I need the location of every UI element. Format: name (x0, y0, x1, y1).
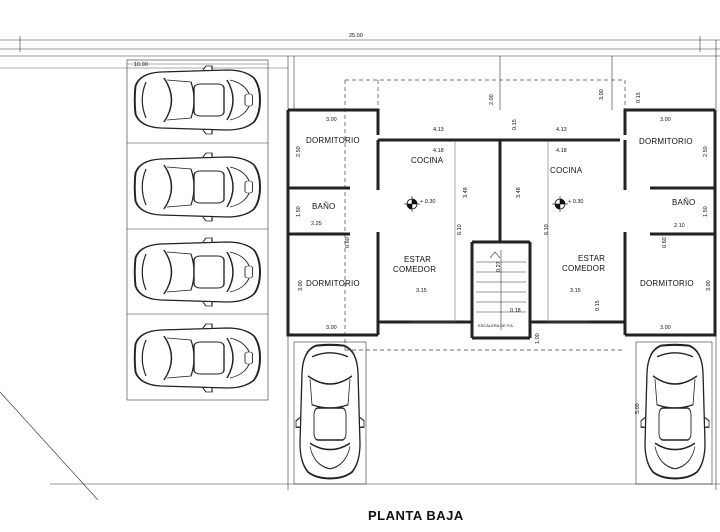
dim-estar-right: 3.15 (570, 288, 581, 294)
dim-total: 25.00 (349, 33, 363, 39)
dim-setback-left: 2.00 (489, 94, 495, 105)
dim-stair-riser: 0.18 (510, 308, 521, 314)
dim-dorm2-depth: 3.00 (298, 280, 304, 291)
dim-dorm3-depth: 2.50 (703, 146, 709, 157)
dim-cocina-inner-right: 4.18 (556, 148, 567, 154)
dim-dorm3-width: 3.00 (660, 117, 671, 123)
room-dormitorio-2: DORMITORIO (306, 279, 360, 288)
level-marker-right (551, 195, 569, 213)
unit-right-walls (498, 108, 717, 337)
stair-label: ESCALERA DE P.A (478, 323, 513, 328)
dim-cocina-inner-left: 4.18 (433, 148, 444, 154)
room-dormitorio-1: DORMITORIO (306, 136, 360, 145)
car-1 (133, 65, 261, 135)
level-label-right: + 0.30 (568, 199, 583, 205)
dim-wall-left: 0.15 (512, 119, 518, 130)
room-comedor-right: COMEDOR (562, 264, 605, 273)
dim-cocina-depth-left: 3.48 (463, 187, 469, 198)
upper-floor-outline (344, 79, 626, 351)
room-bano-right: BAÑO (672, 198, 695, 207)
dim-dorm4-depth: 3.00 (706, 280, 712, 291)
room-dormitorio-4: DORMITORIO (640, 279, 694, 288)
garage-right (635, 341, 713, 485)
dim-parking: 10.00 (134, 62, 148, 68)
dim-wall-estar: 0.15 (595, 300, 601, 311)
room-estar-right: ESTAR (578, 254, 605, 263)
room-dormitorio-3: DORMITORIO (639, 137, 693, 146)
dim-stair-step: 0.27 (496, 261, 502, 272)
dim-dorm4-width: 3.00 (660, 325, 671, 331)
dim-porch: 1.00 (535, 333, 541, 344)
dim-cocina-top-right: 4.13 (556, 127, 567, 133)
dim-cocina-top-left: 4.13 (433, 127, 444, 133)
parking-area (126, 59, 269, 401)
room-bano-left: BAÑO (312, 202, 335, 211)
room-cocina-right: COCINA (550, 166, 583, 175)
dim-dorm1-depth: 2.50 (296, 146, 302, 157)
dim-depth-right: 6.10 (544, 224, 550, 235)
dim-door-right: 0.60 (662, 237, 668, 248)
dim-depth-left: 6.10 (457, 224, 463, 235)
dim-setback-right: 3.00 (599, 89, 605, 100)
car-4 (133, 323, 261, 393)
dim-bano-right: 2.10 (674, 223, 685, 229)
dim-garage-depth: 5.00 (635, 403, 641, 414)
drawing-title: PLANTA BAJA (368, 508, 464, 523)
car-3 (133, 237, 261, 307)
dim-wall-right: 0.15 (636, 92, 642, 103)
dimensions: 25.00 10.00 3.00 4.13 4.18 4.13 4.18 3.0… (134, 33, 712, 414)
level-label-left: + 0.30 (420, 199, 435, 205)
dim-estar-left: 3.15 (416, 288, 427, 294)
room-comedor-left: COMEDOR (393, 265, 436, 274)
car-right-garage (639, 343, 711, 480)
garage-left (293, 341, 367, 485)
dim-bano-depth-right: 1.50 (703, 206, 709, 217)
car-left-garage (294, 343, 366, 480)
level-marker-left (403, 195, 421, 213)
car-2 (133, 152, 261, 222)
dim-bano-depth-left: 1.50 (296, 206, 302, 217)
stair (476, 250, 526, 330)
dim-dorm2-width: 3.00 (326, 325, 337, 331)
dim-bano-left: 2.25 (311, 221, 322, 227)
dim-dorm1-width: 3.00 (326, 117, 337, 123)
dim-door-left: 0.60 (345, 237, 351, 248)
room-estar-left: ESTAR (404, 255, 431, 264)
dim-cocina-depth-right: 3.48 (516, 187, 522, 198)
room-cocina-left: COCINA (411, 156, 444, 165)
